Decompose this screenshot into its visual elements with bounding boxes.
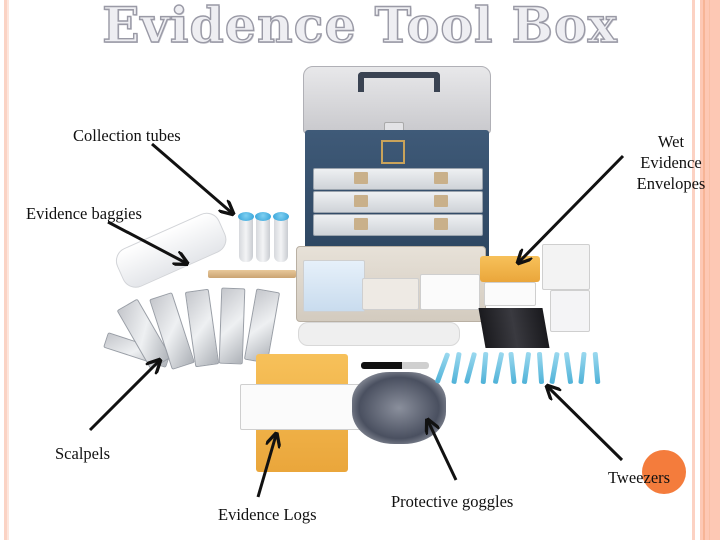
label-evidence-baggies: Evidence baggies [26, 204, 142, 223]
white-boxes [542, 244, 590, 290]
label-line-envelopes: Envelopes [636, 174, 706, 193]
label-wet-evidence-envelopes: Wet Evidence Envelopes [624, 131, 718, 194]
label-line-evidence: Evidence [640, 153, 702, 172]
swab-packets [303, 260, 365, 312]
left-stripe-outer [4, 0, 7, 540]
slide-title: Evidence Tool Box [101, 0, 618, 55]
right-stripe-gap [695, 0, 700, 540]
tweezer-6 [508, 351, 517, 385]
protective-goggles-bag [352, 372, 446, 444]
collection-tube-2 [256, 216, 270, 262]
right-stripe-dark-1 [703, 0, 705, 540]
toolbox-drawer-2 [313, 191, 483, 213]
tweezer-10 [563, 351, 574, 385]
tweezer-2 [451, 351, 462, 385]
black-strips [478, 308, 550, 348]
tweezer-9 [549, 351, 560, 385]
label-line-wet: Wet [657, 132, 685, 151]
toolbox-drawer-3 [313, 214, 483, 236]
tweezer-4 [480, 351, 489, 385]
gauze-blocks [362, 278, 419, 310]
toolbox-handle [358, 72, 440, 92]
label-tweezers: Tweezers [608, 468, 671, 487]
collection-tube-3 [274, 216, 288, 262]
evidence-log-card [240, 384, 366, 430]
scalpel-pouch-5 [218, 287, 246, 365]
white-folders [550, 290, 590, 332]
toolbox-drawer-1 [313, 168, 483, 190]
right-stripe-dark-2 [709, 0, 710, 540]
marker-pen [361, 362, 429, 369]
gloves [298, 322, 460, 346]
right-stripe-thin [692, 0, 695, 540]
wet-evidence-envelopes [480, 256, 540, 282]
tube-cap-3 [273, 212, 289, 221]
kit-label-card [420, 274, 480, 310]
tube-cap-1 [238, 212, 254, 221]
left-stripe-inner [7, 0, 9, 540]
tweezer-8 [536, 351, 545, 385]
small-bag [484, 282, 536, 306]
label-protective-goggles: Protective goggles [391, 492, 514, 511]
tweezer-1 [434, 352, 451, 384]
label-scalpels: Scalpels [55, 444, 110, 463]
scalpel-pouch-6 [243, 288, 281, 364]
accent-circle [642, 450, 686, 494]
tweezer-3 [463, 351, 478, 385]
toolbox-clasp [381, 140, 405, 164]
tweezer-12 [592, 351, 601, 385]
wooden-sticks [208, 270, 296, 278]
tube-cap-2 [255, 212, 271, 221]
label-evidence-logs: Evidence Logs [218, 505, 317, 524]
collection-tube-1 [239, 216, 253, 262]
tweezers-row [434, 351, 604, 386]
right-stripe-wide [700, 0, 720, 540]
tweezer-11 [578, 351, 587, 385]
tweezer-7 [521, 351, 532, 385]
label-collection-tubes: Collection tubes [73, 126, 181, 145]
tweezer-5 [492, 351, 505, 385]
